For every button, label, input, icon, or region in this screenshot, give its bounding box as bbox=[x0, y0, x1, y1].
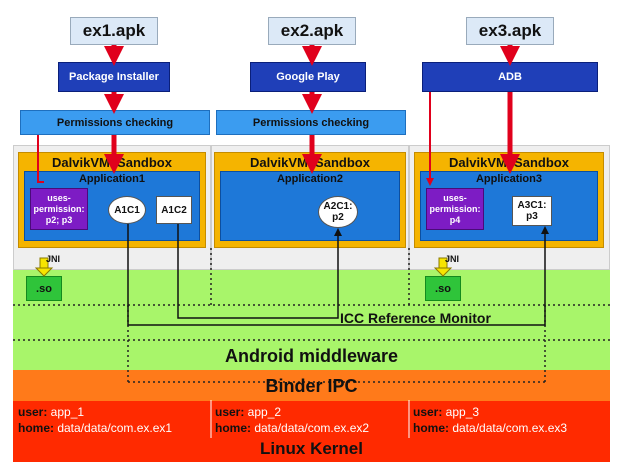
sandbox-title-3: DalvikVM Sandbox bbox=[449, 155, 569, 170]
user-key-2: user: bbox=[215, 405, 245, 419]
apk-box-2: ex2.apk bbox=[268, 17, 356, 45]
apk-box-3: ex3.apk bbox=[466, 17, 554, 45]
binder-ipc-label: Binder IPC bbox=[265, 376, 358, 396]
application2-title: Application2 bbox=[276, 173, 343, 185]
icc-monitor-label: ICC Reference Monitor bbox=[340, 310, 491, 326]
apk-box-1: ex1.apk bbox=[70, 17, 158, 45]
permission-arrow-1 bbox=[37, 135, 44, 183]
sandbox-title-1: DalvikVM Sandbox bbox=[52, 155, 172, 170]
user-info-1: user: app_1 home: data/data/com.ex.ex1 bbox=[18, 404, 172, 436]
uses-permission-box-1: uses- permission: p2; p3 bbox=[30, 188, 88, 230]
home-key-3: home: bbox=[413, 421, 449, 435]
user-key-3: user: bbox=[413, 405, 443, 419]
home-key-2: home: bbox=[215, 421, 251, 435]
so-box-3: .so bbox=[425, 276, 461, 301]
user-info-2: user: app_2 home: data/data/com.ex.ex2 bbox=[215, 404, 369, 436]
package-installer-box: Package Installer bbox=[58, 62, 170, 92]
component-a1c1: A1C1 bbox=[108, 196, 146, 224]
user-info-3: user: app_3 home: data/data/com.ex.ex3 bbox=[413, 404, 567, 436]
android-middleware-label: Android middleware bbox=[224, 346, 399, 366]
component-a1c2: A1C2 bbox=[156, 196, 192, 224]
component-a2c1: A2C1: p2 bbox=[318, 196, 358, 228]
uses-permission-box-3: uses- permission: p4 bbox=[426, 188, 484, 230]
component-a3c1: A3C1: p3 bbox=[512, 196, 552, 226]
binder-band bbox=[13, 370, 610, 401]
user-value-1: app_1 bbox=[47, 405, 85, 419]
adb-box: ADB bbox=[422, 62, 598, 92]
kernel-separators bbox=[210, 400, 410, 438]
linux-kernel-label: Linux Kernel bbox=[260, 439, 363, 458]
application1-title: Application1 bbox=[78, 173, 145, 185]
permissions-checking-box-2: Permissions checking bbox=[216, 110, 406, 135]
install-flow-arrows bbox=[104, 45, 520, 174]
home-value-1: data/data/com.ex.ex1 bbox=[54, 421, 173, 435]
so-box-1: .so bbox=[26, 276, 62, 301]
jni-arrows bbox=[34, 257, 453, 277]
user-value-3: app_3 bbox=[442, 405, 480, 419]
home-key-1: home: bbox=[18, 421, 54, 435]
jni-label-1: JNI bbox=[46, 254, 61, 264]
home-value-3: data/data/com.ex.ex3 bbox=[449, 421, 568, 435]
jni-label-3: JNI bbox=[445, 254, 460, 264]
kernel-band bbox=[13, 400, 610, 462]
home-value-2: data/data/com.ex.ex2 bbox=[251, 421, 370, 435]
user-key-1: user: bbox=[18, 405, 48, 419]
user-value-2: app_2 bbox=[244, 405, 282, 419]
sandbox-title-2: DalvikVM Sandbox bbox=[250, 155, 370, 170]
application3-title: Application3 bbox=[475, 173, 542, 185]
middleware-band bbox=[13, 268, 610, 370]
icc-connectors bbox=[127, 224, 549, 326]
